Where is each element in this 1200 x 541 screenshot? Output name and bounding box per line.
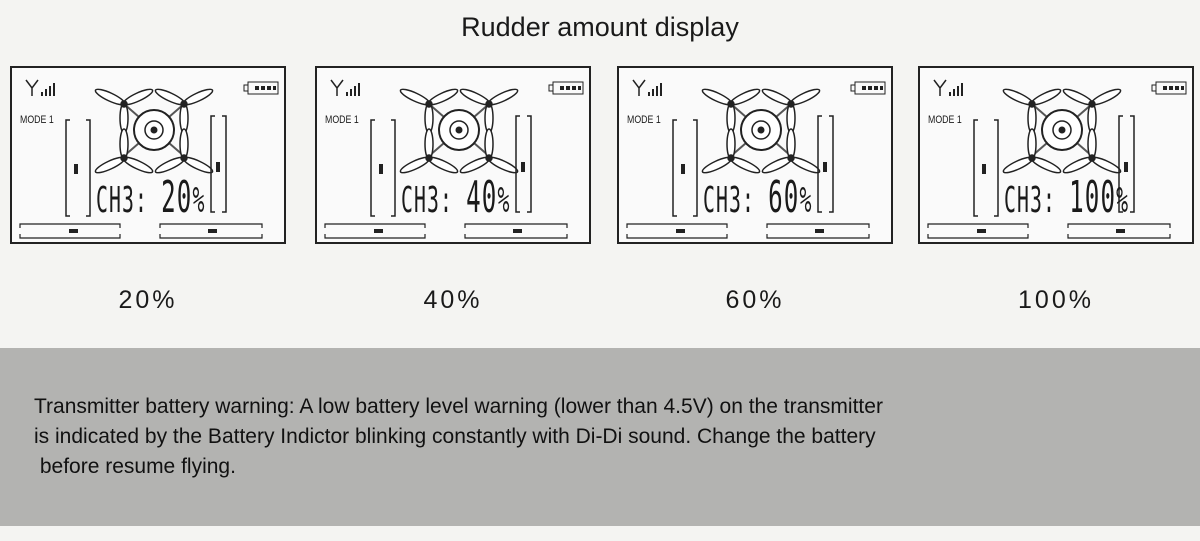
warning-line: Transmitter battery warning: A low batte… xyxy=(34,395,883,418)
quadcopter-icon xyxy=(399,88,519,174)
rudder-amount-caption: 100% xyxy=(1018,286,1094,314)
bottom-trims xyxy=(927,223,1171,239)
percent-sign: % xyxy=(192,180,206,221)
lcd-graphics xyxy=(19,79,279,239)
channel-readout: CH3: 100% xyxy=(1004,172,1129,223)
battery-warning-box: Transmitter battery warning: A low batte… xyxy=(0,348,1200,526)
bottom-trims xyxy=(626,223,870,239)
left-vertical-trim xyxy=(65,119,91,217)
lcd-screen: MODE 1 CH3: 20% xyxy=(10,66,286,244)
warning-line: before resume flying. xyxy=(34,455,236,478)
signal-icon xyxy=(933,79,963,96)
rudder-amount-caption: 40% xyxy=(423,286,483,314)
percent-sign: % xyxy=(799,180,813,221)
percent-sign: % xyxy=(497,180,511,221)
mode-label: MODE 1 xyxy=(627,114,661,126)
channel-readout: CH3: 60% xyxy=(703,172,812,223)
lcd-graphics xyxy=(927,79,1187,239)
left-vertical-trim xyxy=(973,119,999,217)
bottom-trims xyxy=(324,223,568,239)
rudder-amount-caption: 60% xyxy=(725,286,785,314)
signal-icon xyxy=(330,79,360,96)
battery-icon xyxy=(548,81,584,95)
mode-label: MODE 1 xyxy=(20,114,54,126)
left-vertical-trim xyxy=(370,119,396,217)
lcd-screen: MODE 1 CH3: 60% xyxy=(617,66,893,244)
right-vertical-trim xyxy=(515,115,532,213)
lcd-graphics xyxy=(626,79,886,239)
lcd-screen: MODE 1 CH3: 100% xyxy=(918,66,1194,244)
right-vertical-trim xyxy=(210,115,227,213)
right-vertical-trim xyxy=(817,115,834,213)
lcd-graphics xyxy=(324,79,584,239)
left-vertical-trim xyxy=(672,119,698,217)
mode-label: MODE 1 xyxy=(928,114,962,126)
right-vertical-trim xyxy=(1118,115,1135,213)
signal-icon xyxy=(632,79,662,96)
warning-line: is indicated by the Battery Indictor bli… xyxy=(34,425,876,448)
battery-warning-text: Transmitter battery warning: A low batte… xyxy=(34,392,1184,482)
channel-readout: CH3: 20% xyxy=(96,172,205,223)
mode-label: MODE 1 xyxy=(325,114,359,126)
page-title: Rudder amount display xyxy=(461,12,739,42)
channel-readout: CH3: 40% xyxy=(401,172,510,223)
battery-icon xyxy=(850,81,886,95)
rudder-value: 20 xyxy=(161,172,193,223)
rudder-value: 40 xyxy=(466,172,498,223)
channel-label: CH3: xyxy=(401,180,454,221)
rudder-value: 100 xyxy=(1069,172,1117,223)
battery-icon xyxy=(243,81,279,95)
channel-label: CH3: xyxy=(1004,180,1057,221)
signal-icon xyxy=(25,79,55,96)
quadcopter-icon xyxy=(94,88,214,174)
rudder-value: 60 xyxy=(768,172,800,223)
bottom-trims xyxy=(19,223,263,239)
channel-label: CH3: xyxy=(703,180,756,221)
rudder-amount-caption: 20% xyxy=(118,286,178,314)
channel-label: CH3: xyxy=(96,180,149,221)
quadcopter-icon xyxy=(1002,88,1122,174)
percent-sign: % xyxy=(1116,180,1130,221)
quadcopter-icon xyxy=(701,88,821,174)
battery-icon xyxy=(1151,81,1187,95)
lcd-screen: MODE 1 CH3: 40% xyxy=(315,66,591,244)
